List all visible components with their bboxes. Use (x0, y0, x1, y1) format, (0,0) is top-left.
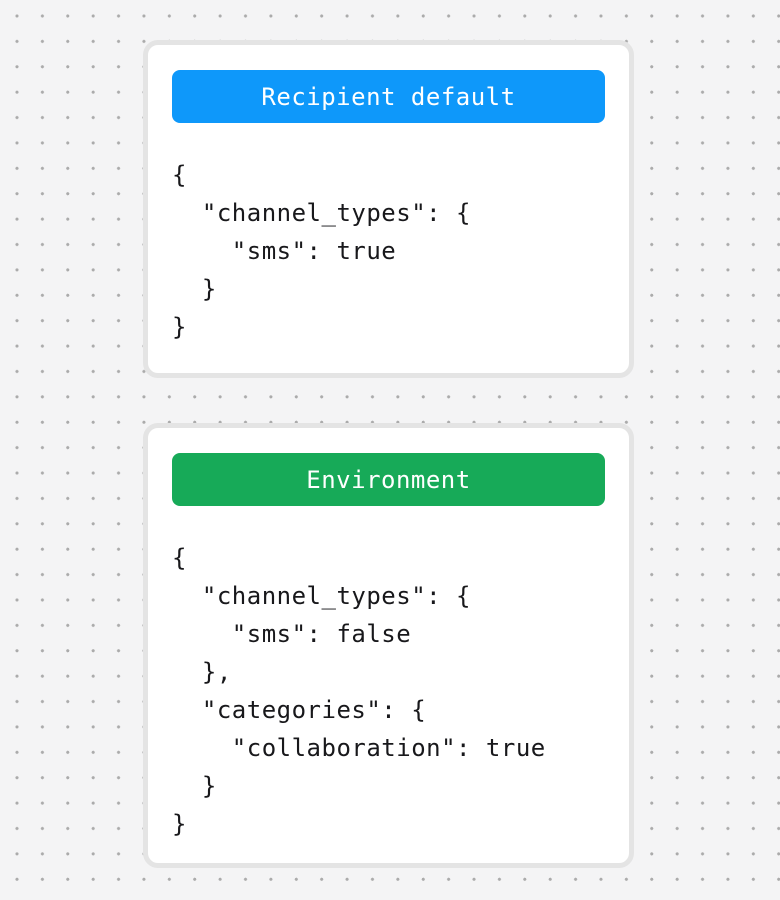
code-line: }, (172, 658, 232, 686)
environment-header-badge: Environment (172, 453, 605, 506)
code-line: { (172, 161, 187, 189)
recipient-default-card: Recipient default { "channel_types": { "… (143, 40, 634, 378)
code-line: "channel_types": { (172, 199, 471, 227)
code-line: "sms": false (172, 620, 412, 648)
environment-card: Environment { "channel_types": { "sms": … (143, 423, 634, 868)
code-line: } (172, 810, 187, 838)
recipient-default-title: Recipient default (261, 82, 516, 111)
code-line: "categories": { (172, 696, 427, 724)
recipient-default-json-code: { "channel_types": { "sms": true } } (172, 156, 605, 346)
code-line: "sms": true (172, 237, 397, 265)
environment-title: Environment (306, 465, 471, 494)
code-line: } (172, 313, 187, 341)
recipient-default-header-badge: Recipient default (172, 70, 605, 123)
environment-json-code: { "channel_types": { "sms": false }, "ca… (172, 539, 605, 843)
code-line: } (172, 772, 217, 800)
code-line: { (172, 544, 187, 572)
code-line: "collaboration": true (172, 734, 546, 762)
code-line: } (172, 275, 217, 303)
code-line: "channel_types": { (172, 582, 471, 610)
